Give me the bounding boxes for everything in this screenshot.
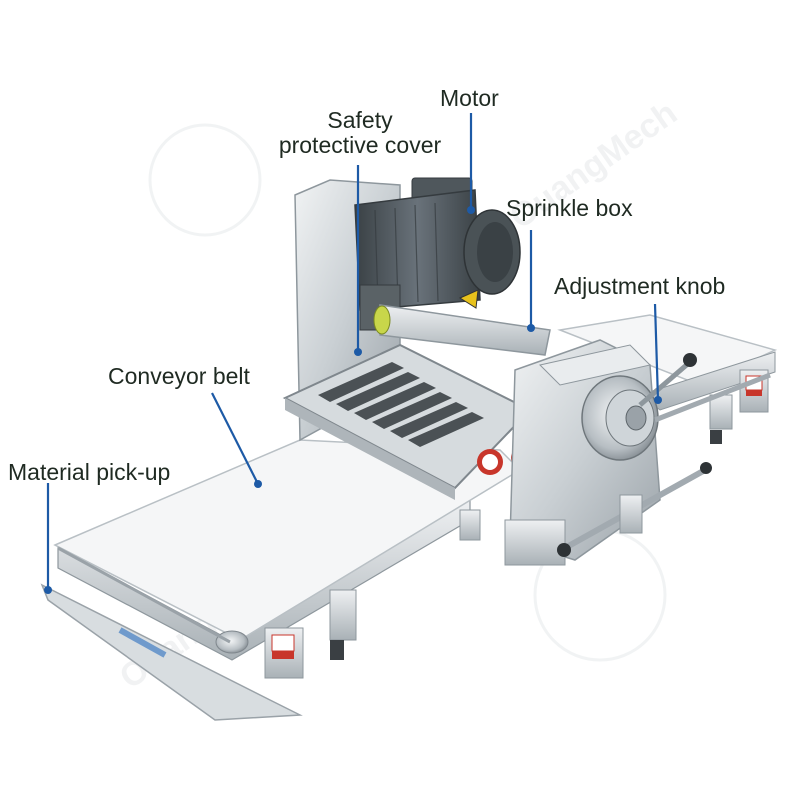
leader-safety-cover-dot: [354, 348, 362, 356]
label-motor: Motor: [440, 85, 499, 111]
watermark-logo-icon: [148, 123, 262, 237]
front-roller: [215, 630, 249, 654]
housing-foot: [504, 519, 566, 566]
label-material-pickup: Material pick-up: [8, 459, 171, 485]
leader-conveyor-belt-dot: [254, 480, 262, 488]
label-conveyor-belt: Conveyor belt: [108, 363, 250, 389]
safety-protective-cover: [282, 343, 532, 500]
leader-motor-dot: [467, 206, 475, 214]
label-safety-line2: protective cover: [278, 132, 442, 158]
pickup-tray: [40, 583, 303, 721]
leader-adjustment-knob: [653, 303, 660, 401]
label-sprinkle-box: Sprinkle box: [506, 195, 633, 221]
leader-material-pickup-dot: [44, 586, 52, 594]
adjustment-knob: [581, 353, 697, 461]
label-safety-line1: Safety: [327, 107, 393, 133]
leader-sprinkle-box-dot: [527, 324, 535, 332]
rear-leg: [709, 394, 733, 430]
front-leg: [329, 589, 357, 641]
label-adjustment-knob: Adjustment knob: [554, 273, 726, 299]
front-conveyor-belt: [53, 439, 522, 641]
leader-conveyor-belt: [211, 392, 259, 485]
rear-conveyor-belt: [557, 314, 778, 386]
leader-adjustment-knob-dot: [654, 396, 662, 404]
label-safety-protective-cover: Safety protective cover: [262, 108, 458, 158]
leader-lines: [44, 113, 662, 594]
